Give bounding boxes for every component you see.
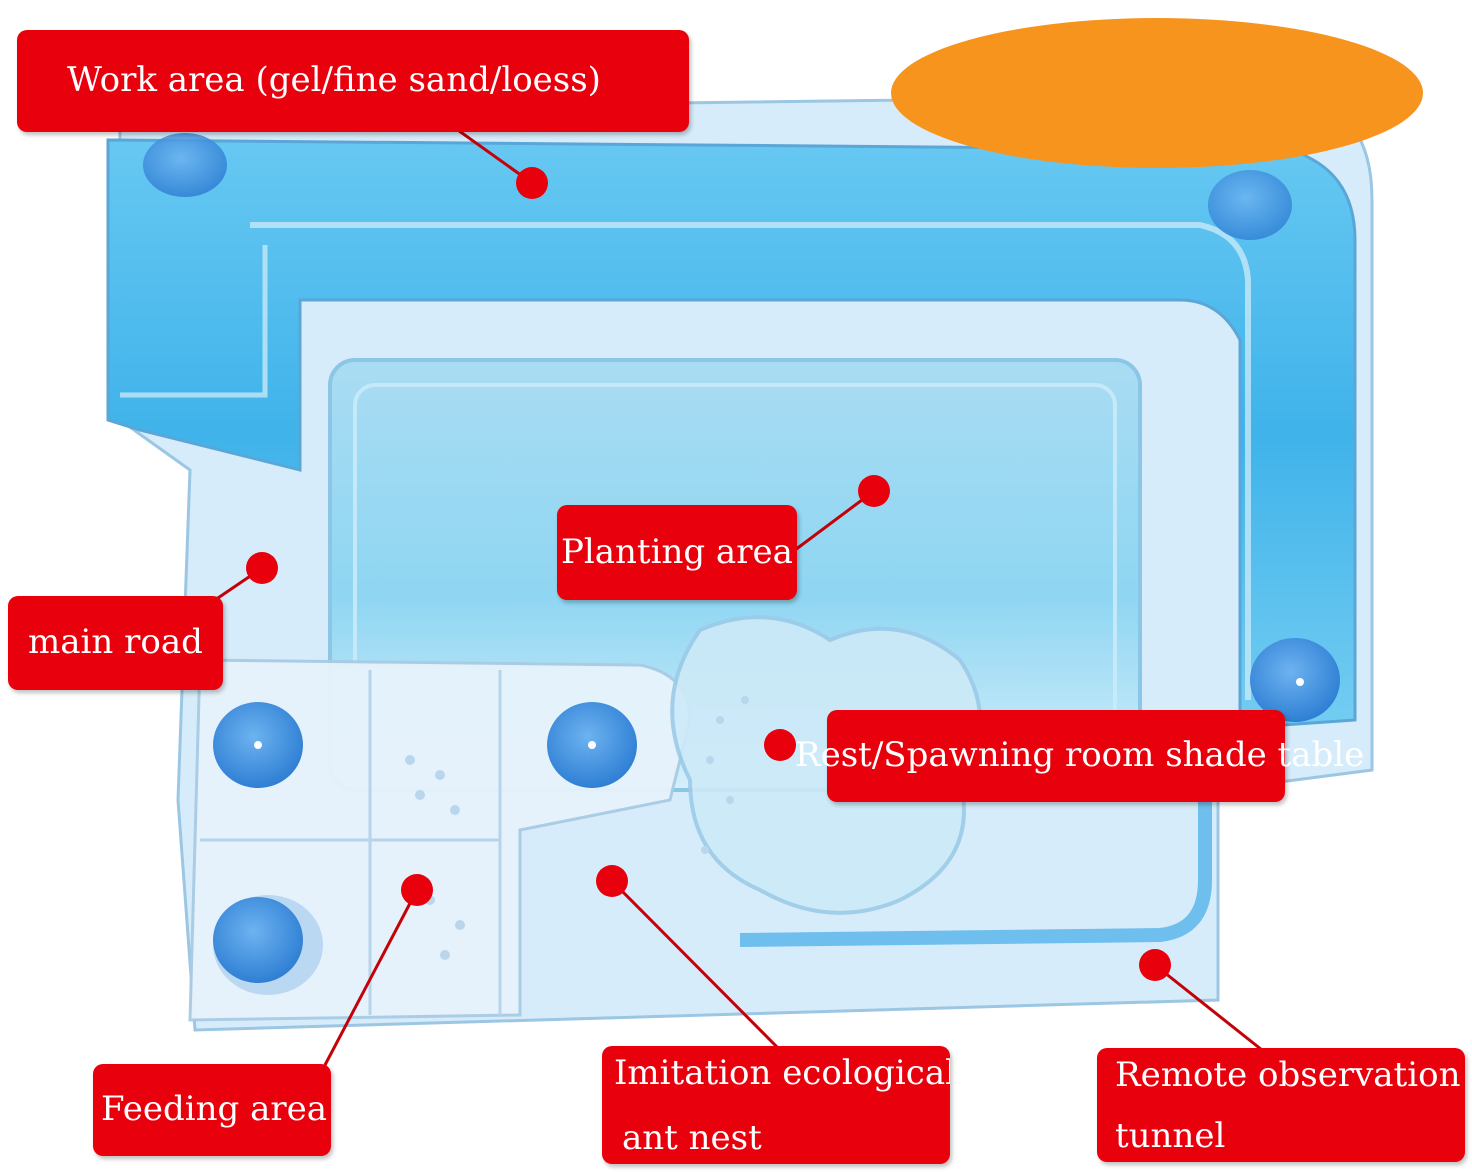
orange-blob [891, 18, 1423, 168]
cap-icon-nest-middle [547, 702, 637, 788]
cap-icon-right [1250, 638, 1340, 722]
label-main-road-text: main road [28, 622, 203, 663]
label-main-road: main road [8, 596, 223, 690]
label-work-area: Work area (gel/fine sand/loess) [17, 30, 689, 132]
label-imitation-nest-line2: ant nest [622, 1117, 762, 1158]
marker-dot-nest [596, 865, 628, 897]
label-observation-tunnel-line1: Remote observation [1115, 1055, 1461, 1095]
cap-icon-nest-left [213, 702, 303, 788]
label-observation-tunnel-line2: tunnel [1115, 1115, 1226, 1156]
marker-dots [246, 167, 1171, 981]
marker-dot-feeding [401, 874, 433, 906]
work-area-inner-wall [250, 222, 1251, 700]
label-work-area-text: Work area (gel/fine sand/loess) [67, 60, 601, 101]
label-imitation-nest: Imitation ecological ant nest [602, 1046, 950, 1164]
label-rest-spawning: Rest/Spawning room shade table [795, 710, 1364, 802]
label-rest-spawning-text: Rest/Spawning room shade table [795, 735, 1365, 776]
work-area-inner-wall-2 [120, 245, 268, 398]
marker-dot-spawning [764, 729, 796, 761]
marker-dot-tunnel [1139, 949, 1171, 981]
label-feeding-area: Feeding area [93, 1064, 331, 1156]
marker-dot-main-road [246, 552, 278, 584]
cap-icon-top-left [143, 133, 227, 197]
leader-lines [214, 126, 1263, 1066]
label-feeding-area-text: Feeding area [101, 1089, 327, 1130]
cap-icon-top-right [1208, 170, 1292, 240]
spawning-chamber [670, 615, 982, 915]
label-observation-tunnel: Remote observation tunnel [1097, 1048, 1465, 1162]
marker-dot-work-area [516, 167, 548, 199]
label-planting-area-text: Planting area [561, 531, 793, 572]
nest-texture-dots [405, 696, 749, 960]
label-planting-area: Planting area [557, 505, 797, 600]
label-imitation-nest-line1: Imitation ecological [614, 1053, 950, 1093]
observation-tunnel [739, 790, 1212, 947]
cap-icon-nest-bottom [213, 895, 323, 995]
marker-dot-planting [858, 475, 890, 507]
